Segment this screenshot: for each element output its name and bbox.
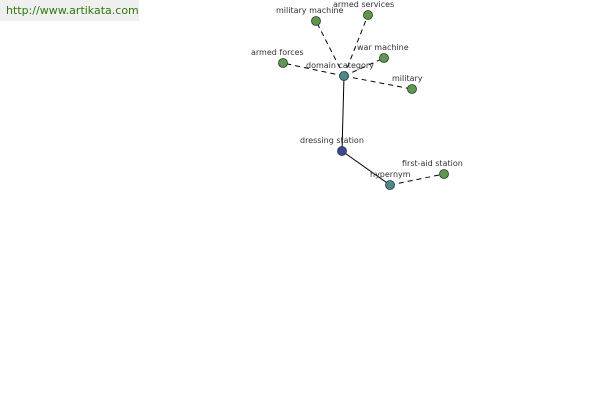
node-label-hypernym: hypernym <box>370 170 411 179</box>
node-label-dressing-station: dressing station <box>300 136 364 145</box>
edges-layer <box>282 14 445 186</box>
node-label-military-machine: military machine <box>276 6 344 15</box>
edge-hypernym-to-first-aid-station <box>389 173 445 186</box>
node-domain-category[interactable] <box>339 71 349 81</box>
node-armed-forces[interactable] <box>278 58 288 68</box>
nodes-layer <box>278 10 449 190</box>
edge-domain-category-to-armed-services <box>343 14 369 77</box>
watermark-link[interactable]: http://www.artikata.com <box>0 0 139 21</box>
edge-domain-category-to-war-machine <box>343 57 385 77</box>
node-label-war-machine: war machine <box>357 43 409 52</box>
node-armed-services[interactable] <box>363 10 373 20</box>
edge-domain-category-to-military-machine <box>315 20 345 77</box>
node-label-first-aid-station: first-aid station <box>402 159 463 168</box>
labels-layer: dressing station domain category hypernym m… <box>251 0 463 179</box>
node-hypernym[interactable] <box>385 180 395 190</box>
edge-dressing-station-to-domain-category <box>341 75 345 152</box>
node-label-military: military <box>392 74 423 83</box>
edge-dressing-station-to-hypernym <box>341 150 391 186</box>
node-war-machine[interactable] <box>379 53 389 63</box>
node-military[interactable] <box>407 84 417 94</box>
edge-domain-category-to-armed-forces <box>282 62 345 77</box>
edge-domain-category-to-military <box>343 75 413 90</box>
node-dressing-station[interactable] <box>337 146 347 156</box>
node-first-aid-station[interactable] <box>439 169 449 179</box>
node-military-machine[interactable] <box>311 16 321 26</box>
node-label-domain-category: domain category <box>306 61 374 70</box>
node-label-armed-forces: armed forces <box>251 48 304 57</box>
node-label-armed-services: armed services <box>333 0 394 9</box>
